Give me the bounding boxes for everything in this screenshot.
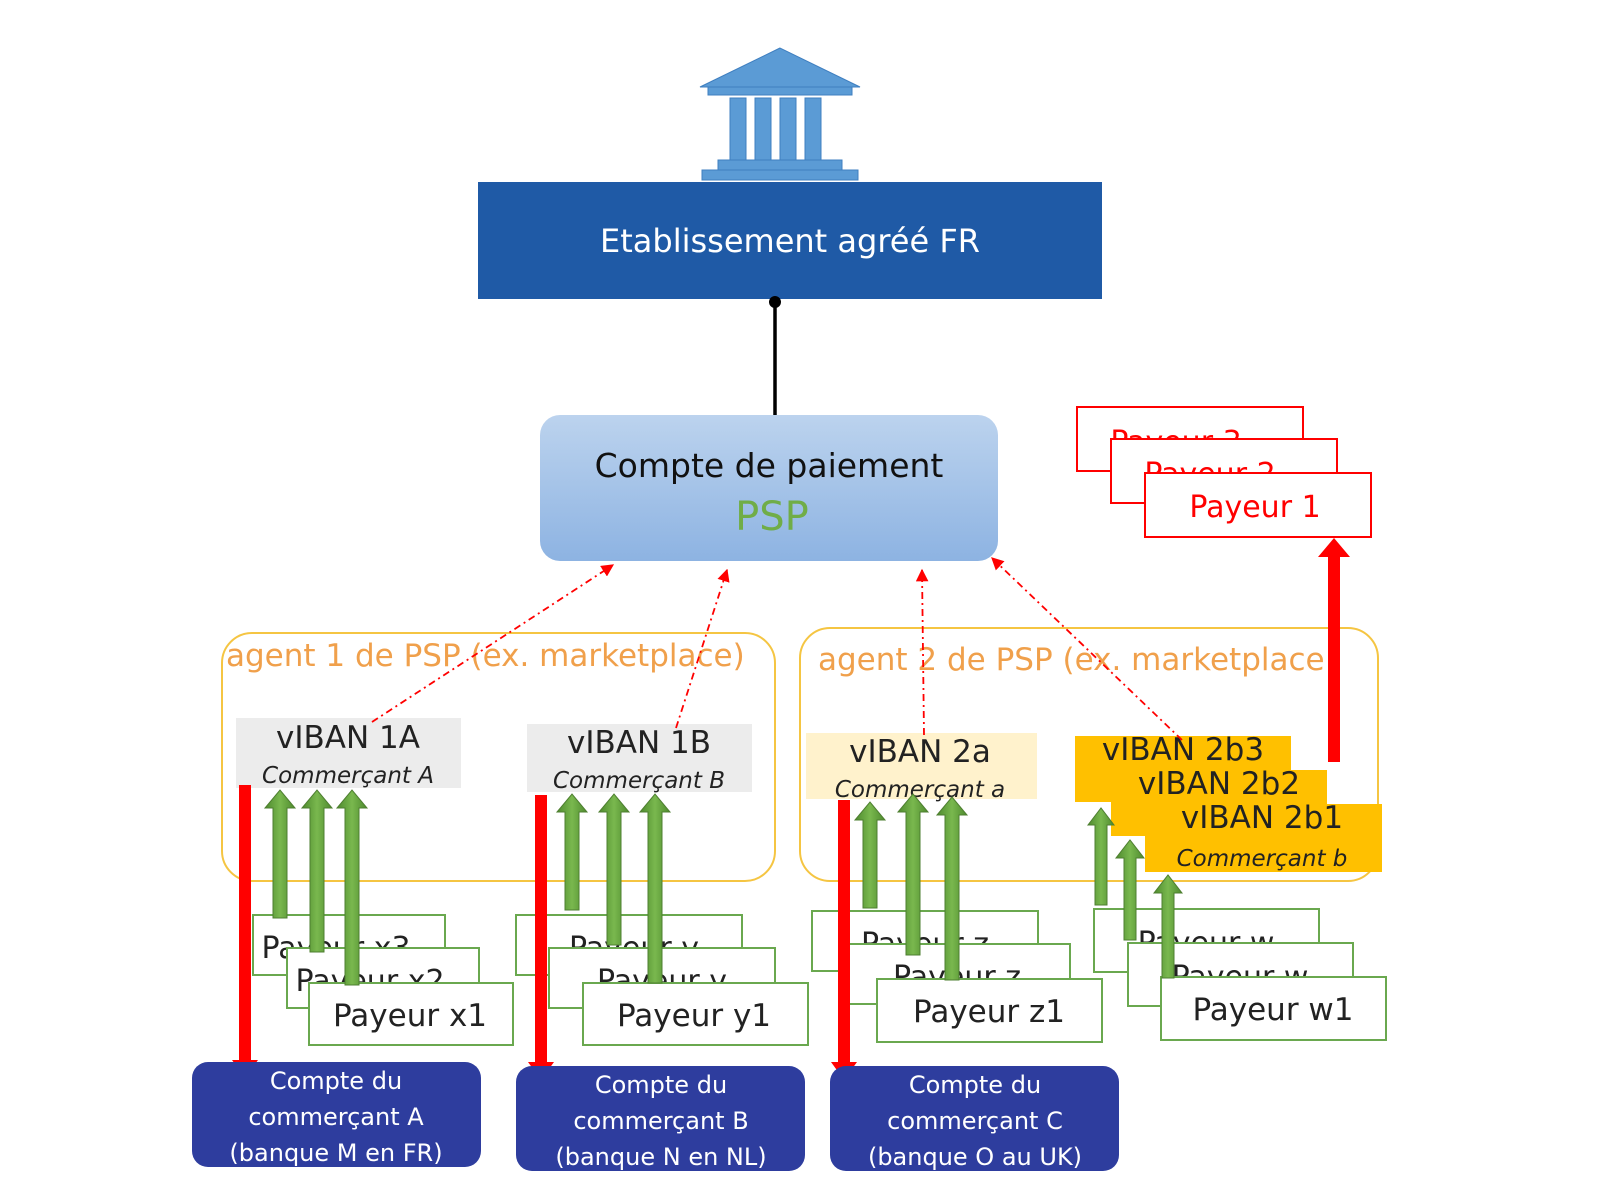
bank-psp-connector xyxy=(769,296,781,415)
payer-stack-x: Payeur x3 Payeur x2 Payeur x1 xyxy=(252,914,514,1046)
agent1-label: agent 1 de PSP (ex. marketplace) xyxy=(226,638,745,674)
green-payment-arrows xyxy=(263,789,1184,986)
viban-1a-merchant: Commerçant A xyxy=(262,763,434,789)
payer-stack-z: Payeur z Payeur z Payeur z1 xyxy=(811,910,1103,1043)
merchant-account-a: Compte du commerçant A (banque M en FR) xyxy=(192,1062,481,1167)
merchant-b-line1: Compte du xyxy=(595,1071,727,1099)
viban-2a-merchant: Commerçant a xyxy=(835,777,1005,803)
merchant-c-line1: Compte du xyxy=(909,1071,1041,1099)
viban-2b-merchant: Commerçant b xyxy=(1177,846,1348,872)
agent1-container xyxy=(221,632,776,882)
red-payout-arrows xyxy=(232,538,1350,1080)
payer-w1-label: Payeur w1 xyxy=(1192,992,1353,1028)
viban-2b1-label: vIBAN 2b1 xyxy=(1181,800,1343,836)
agent2-label: agent 2 de PSP (ex. marketplace xyxy=(818,642,1325,678)
merchant-a-line3: (banque M en FR) xyxy=(229,1139,442,1167)
payer-x1-label: Payeur x1 xyxy=(333,998,487,1034)
bank-box xyxy=(478,182,1102,299)
merchant-b-line3: (banque N en NL) xyxy=(555,1143,766,1171)
dashed-viban-arrows xyxy=(371,557,1183,741)
bank-title: Etablissement agréé FR xyxy=(600,222,980,260)
merchant-account-b: Compte du commerçant B (banque N en NL) xyxy=(516,1066,805,1171)
merchant-a-line1: Compte du xyxy=(270,1067,402,1095)
payer-y1-label: Payeur y1 xyxy=(617,998,771,1034)
payer-stack-w: Payeur w Payeur w Payeur w1 xyxy=(1093,908,1387,1041)
psp-account-title: Compte de paiement xyxy=(595,446,944,485)
viban-2b3-label: vIBAN 2b3 xyxy=(1102,732,1264,768)
payer-z1-label: Payeur z1 xyxy=(913,994,1065,1030)
viban-2b-stack: vIBAN 2b3 vIBAN 2b2 vIBAN 2b1 Commerçant… xyxy=(1075,732,1382,872)
viban-2a-label: vIBAN 2a xyxy=(849,734,991,770)
viban-2b2-label: vIBAN 2b2 xyxy=(1138,766,1300,802)
agent2-container xyxy=(799,627,1379,882)
merchant-c-line2: commerçant C xyxy=(887,1107,1063,1135)
red-payer-stack: Payeur 3 Payeur 2 Payeur 1 xyxy=(1076,406,1372,538)
merchant-a-line2: commerçant A xyxy=(248,1103,424,1131)
merchant-account-c: Compte du commerçant C (banque O au UK) xyxy=(830,1066,1119,1171)
payer-1-label: Payeur 1 xyxy=(1189,490,1320,525)
psp-account-box xyxy=(540,415,998,561)
viban-2a-box xyxy=(806,733,1037,799)
merchant-c-line3: (banque O au UK) xyxy=(868,1143,1082,1171)
merchant-b-line2: commerçant B xyxy=(573,1107,748,1135)
viban-1a-box xyxy=(236,718,461,788)
viban-1b-box xyxy=(527,724,752,792)
viban-1b-label: vIBAN 1B xyxy=(567,725,711,761)
psp-label: PSP xyxy=(735,494,809,540)
viban-1b-merchant: Commerçant B xyxy=(553,768,725,794)
bank-building-icon xyxy=(699,47,861,181)
viban-1a-label: vIBAN 1A xyxy=(276,720,420,756)
